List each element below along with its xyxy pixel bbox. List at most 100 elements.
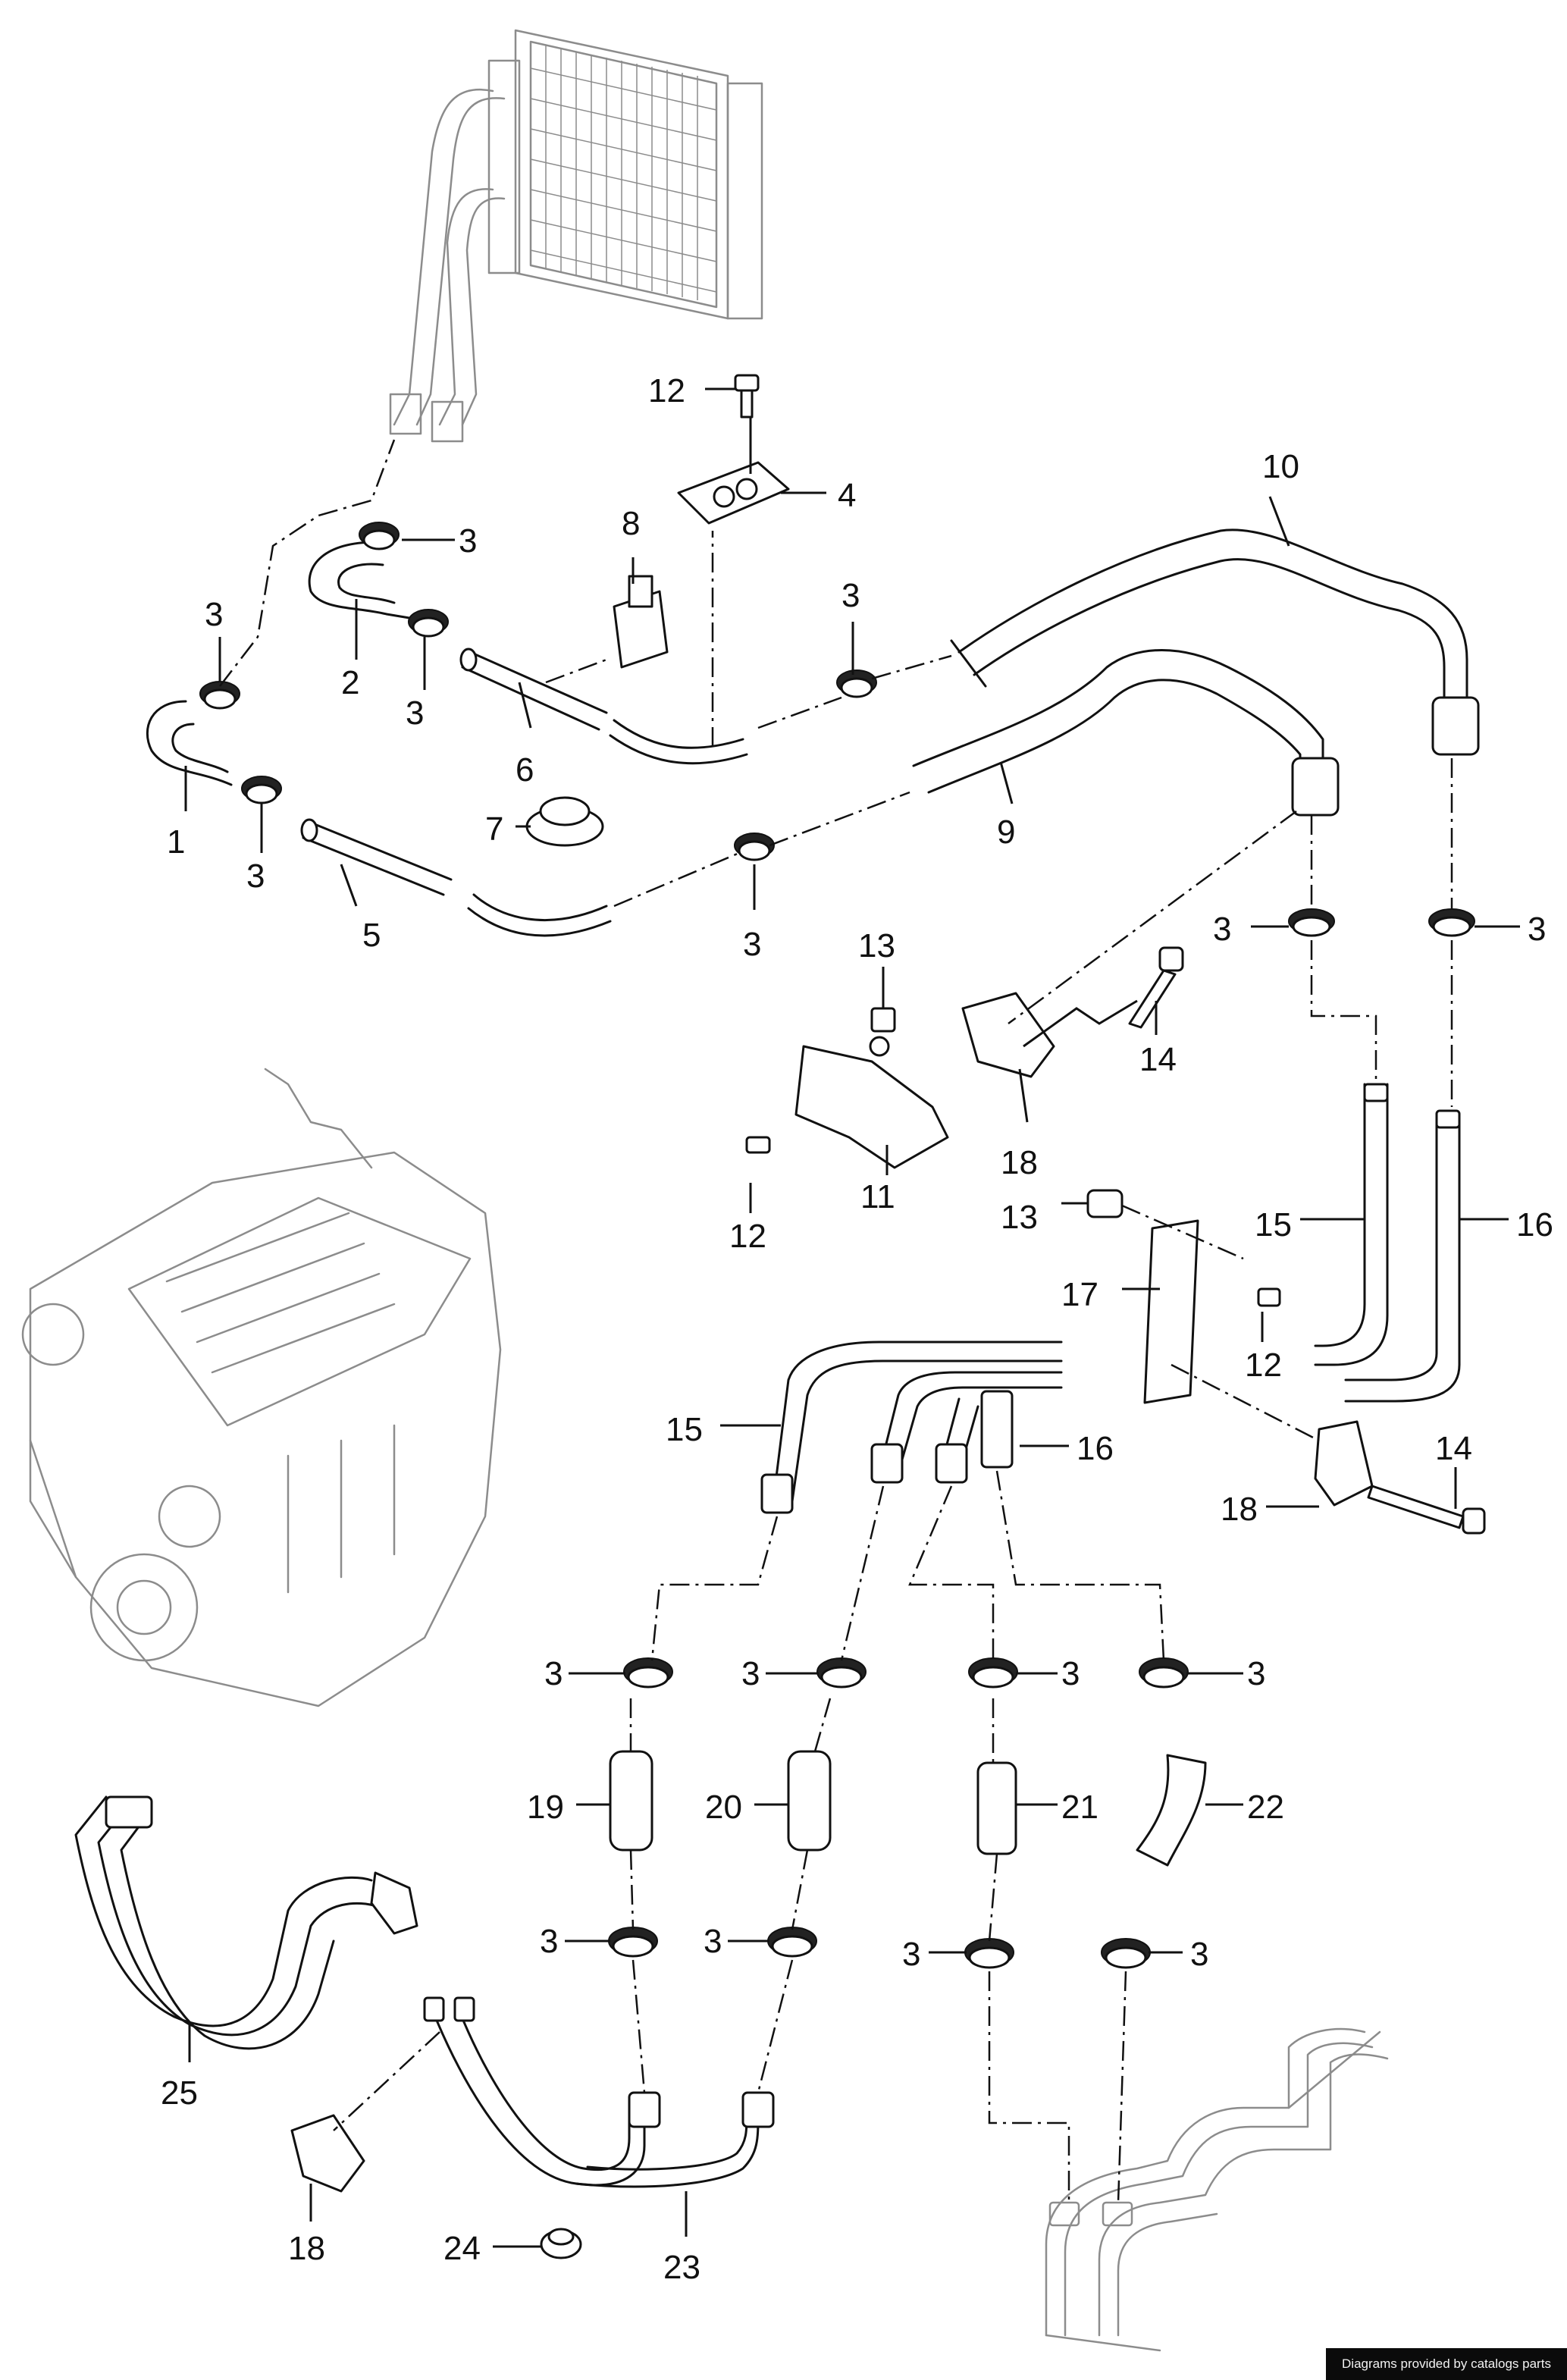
bolt-14-mid[interactable]	[1367, 1485, 1486, 1535]
clamp-3[interactable]	[816, 1657, 867, 1689]
callout-12: 12	[1245, 1347, 1282, 1384]
callout-13: 13	[1001, 1199, 1038, 1236]
frame-pipes-illustration	[1045, 2027, 1389, 2352]
leader-lines	[184, 387, 1520, 2248]
hose-19[interactable]	[609, 1750, 653, 1852]
clip-18-top[interactable]	[961, 992, 1055, 1078]
hose-21[interactable]	[976, 1761, 1017, 1855]
callout-3: 3	[459, 522, 477, 560]
bracket-8[interactable]	[613, 575, 669, 669]
clamp-3[interactable]	[241, 776, 282, 804]
credit-text: Diagrams provided by catalogs parts	[1342, 2356, 1551, 2371]
callout-21: 21	[1061, 1789, 1098, 1826]
bolt-12-top[interactable]	[734, 374, 760, 419]
bolt-12-mid[interactable]	[1257, 1287, 1281, 1307]
clamp-3[interactable]	[408, 609, 449, 638]
bolt-14-top[interactable]	[1128, 946, 1184, 1029]
callout-17: 17	[1061, 1276, 1098, 1313]
bush-13-mid[interactable]	[1086, 1189, 1124, 1218]
clamp-3[interactable]	[734, 833, 775, 861]
callout-11: 11	[860, 1178, 895, 1215]
clamp-3[interactable]	[1139, 1657, 1189, 1689]
callout-3: 3	[540, 1923, 558, 1960]
callout-3: 3	[902, 1936, 920, 1973]
callout-3: 3	[1213, 911, 1231, 948]
callout-3: 3	[1190, 1936, 1208, 1973]
callout-18: 18	[1001, 1144, 1038, 1181]
pipe-5[interactable]	[300, 818, 612, 937]
pipe-6[interactable]	[459, 648, 748, 765]
heater-core-illustration	[389, 29, 763, 443]
pipe-16-mid[interactable]	[870, 1371, 1063, 1484]
hose-10[interactable]	[950, 528, 1480, 756]
callout-2: 2	[341, 664, 359, 701]
callout-3: 3	[406, 695, 424, 732]
clamp-3[interactable]	[623, 1657, 673, 1689]
callout-19: 19	[527, 1789, 564, 1826]
callout-13: 13	[858, 927, 895, 964]
clip-18-mid[interactable]	[1314, 1420, 1374, 1507]
hose-25[interactable]	[74, 1795, 418, 2050]
callout-3: 3	[246, 858, 265, 895]
callout-14: 14	[1139, 1041, 1177, 1078]
callout-4: 4	[838, 477, 856, 514]
callout-20: 20	[705, 1789, 742, 1826]
callout-7: 7	[485, 811, 503, 848]
callout-3: 3	[841, 577, 860, 614]
hose-1[interactable]	[146, 700, 233, 786]
pipe-15-mid[interactable]	[760, 1341, 1063, 1514]
pipe-15-right[interactable]	[1314, 1083, 1389, 1366]
callout-6: 6	[516, 751, 534, 789]
clamp-3[interactable]	[359, 522, 400, 550]
callout-22: 22	[1247, 1789, 1284, 1826]
bracket-17[interactable]	[1143, 1219, 1199, 1404]
callout-15: 15	[1255, 1206, 1292, 1243]
callout-18: 18	[288, 2230, 325, 2267]
callouts: 1 2 3 3 3 3 3 3 3 3 3 3 3 3 3 3 3 3 4 5 …	[161, 372, 1553, 2286]
bracket-11[interactable]	[745, 1036, 949, 1169]
clamp-3[interactable]	[767, 1927, 817, 1958]
assembly-lines	[219, 439, 1453, 2203]
clamp-3[interactable]	[199, 681, 240, 710]
callout-23: 23	[663, 2249, 700, 2286]
callout-8: 8	[622, 505, 640, 542]
pipe-16-right[interactable]	[1344, 1109, 1461, 1403]
clamp-3[interactable]	[1101, 1938, 1151, 1969]
callout-1: 1	[167, 823, 185, 861]
clamp-3[interactable]	[964, 1938, 1014, 1969]
hose-23[interactable]	[423, 1996, 775, 2188]
clamp-3[interactable]	[608, 1927, 658, 1958]
callout-3: 3	[704, 1923, 722, 1960]
callout-18: 18	[1221, 1491, 1258, 1528]
callout-14: 14	[1435, 1430, 1472, 1467]
hose-2[interactable]	[308, 541, 411, 619]
engine-illustration	[21, 1068, 502, 1707]
callout-15: 15	[666, 1411, 703, 1448]
gasket-4[interactable]	[677, 461, 790, 525]
callout-3: 3	[544, 1655, 563, 1692]
callout-12: 12	[648, 372, 685, 409]
callout-3: 3	[1247, 1655, 1265, 1692]
callout-3: 3	[1528, 911, 1546, 948]
clamp-3[interactable]	[968, 1657, 1018, 1689]
callout-24: 24	[443, 2230, 481, 2267]
callout-10: 10	[1262, 448, 1299, 485]
callout-3: 3	[1061, 1655, 1080, 1692]
callout-9: 9	[997, 814, 1015, 851]
callout-16: 16	[1077, 1430, 1114, 1467]
clamp-3[interactable]	[1288, 908, 1335, 937]
credit-bar: Diagrams provided by catalogs parts	[1326, 2348, 1567, 2380]
callout-3: 3	[743, 926, 761, 963]
hose-22[interactable]	[1136, 1754, 1207, 1867]
hose-9[interactable]	[912, 649, 1340, 817]
hose-20[interactable]	[787, 1750, 832, 1852]
clamp-3[interactable]	[836, 669, 877, 698]
grommet-24[interactable]	[540, 2228, 582, 2259]
callout-16: 16	[1516, 1206, 1553, 1243]
clip-18-bottom[interactable]	[290, 2114, 365, 2193]
nut-13-top[interactable]	[870, 1007, 896, 1033]
grommet-7[interactable]	[525, 796, 604, 847]
clamp-3[interactable]	[1428, 908, 1475, 937]
callout-25: 25	[161, 2074, 198, 2112]
